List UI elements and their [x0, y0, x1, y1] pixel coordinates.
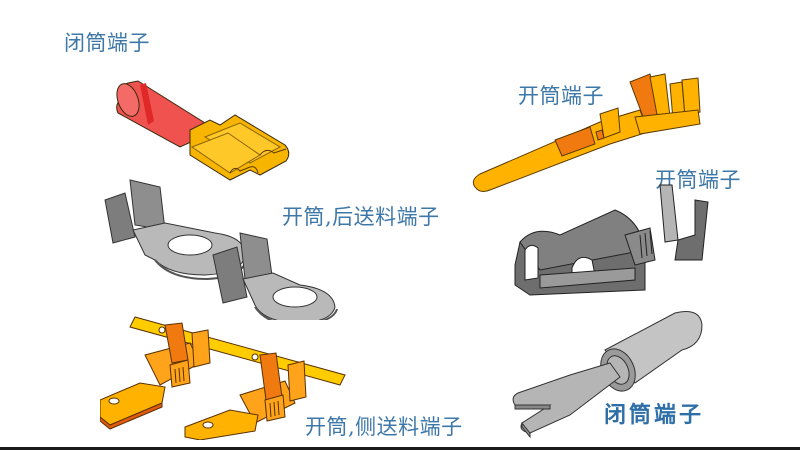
- bottom-border: [0, 447, 800, 450]
- open-barrel-receptacle-illustration: [514, 184, 709, 296]
- closed-barrel-spade-terminal-illustration: [512, 311, 703, 439]
- label-closed-barrel-spade-terminal: 闭筒端子: [604, 403, 705, 428]
- side-feed-terminal-strip-illustration: [100, 316, 346, 440]
- rear-feed-ring-terminal-illustration: [104, 179, 338, 320]
- open-barrel-pin-terminal-illustration: [472, 73, 701, 192]
- label-open-barrel-pin-terminal: 开筒端子: [518, 84, 604, 108]
- insulated-female-terminal-illustration: [116, 80, 290, 181]
- label-closed-barrel-terminal: 闭筒端子: [64, 31, 150, 55]
- label-open-barrel-receptacle-terminal: 开筒端子: [655, 168, 741, 192]
- label-open-barrel-rear-feed-terminal: 开筒,后送料端子: [282, 205, 440, 229]
- label-open-barrel-side-feed-terminal: 开筒,侧送料端子: [305, 415, 463, 439]
